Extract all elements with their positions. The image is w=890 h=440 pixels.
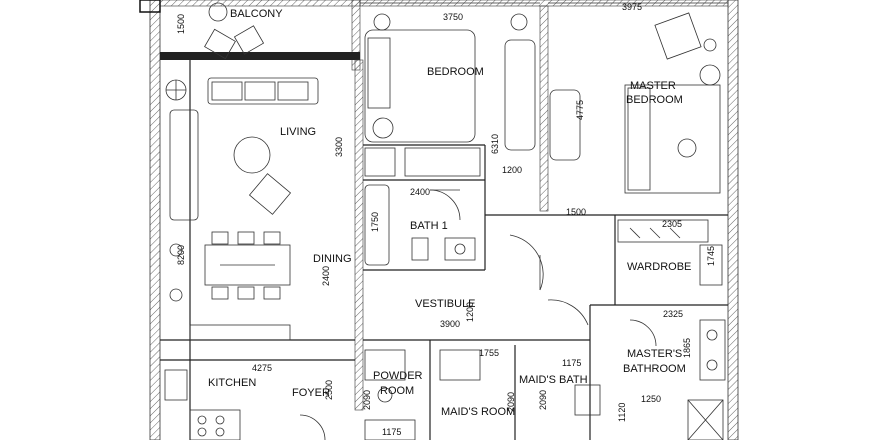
kitchen-label: KITCHEN bbox=[208, 377, 257, 389]
dimension-2305: 2305 bbox=[662, 219, 683, 229]
dimension-1500-balcony: 1500 bbox=[176, 13, 186, 34]
wardrobe-fixtures bbox=[617, 219, 723, 286]
vestibule-doors bbox=[299, 234, 601, 440]
dining-label: DINING bbox=[313, 253, 352, 265]
dimension-1745: 1745 bbox=[706, 245, 716, 266]
dimension-1500-mid: 1500 bbox=[566, 207, 587, 217]
dimension-6310: 6310 bbox=[490, 133, 500, 154]
dimension-3750: 3750 bbox=[443, 12, 464, 22]
dimension-1120: 1120 bbox=[617, 402, 627, 422]
dimension-2090-b: 2090 bbox=[506, 391, 516, 412]
master-bedroom-label-line1: MASTER bbox=[630, 80, 676, 92]
master-bedroom-label-line2: BEDROOM bbox=[626, 94, 683, 106]
balcony-label: BALCONY bbox=[230, 8, 283, 20]
dimension-4775: 4775 bbox=[575, 99, 585, 120]
dimension-3900: 3900 bbox=[440, 319, 461, 329]
master-bedroom-furniture bbox=[549, 12, 721, 194]
bath1-fixtures bbox=[364, 184, 476, 266]
dimension-1200-b: 1200 bbox=[465, 301, 475, 322]
balcony-furniture bbox=[165, 2, 265, 101]
dimension-1750: 1750 bbox=[370, 211, 380, 232]
bedroom-label: BEDROOM bbox=[427, 66, 484, 78]
dimension-1250: 1250 bbox=[641, 394, 662, 404]
wardrobe-label: WARDROBE bbox=[627, 261, 692, 273]
foyer-label: FOYER bbox=[292, 387, 330, 399]
powder-room-label-line1: POWDER bbox=[373, 370, 423, 382]
dimension-2400: 2400 bbox=[410, 187, 431, 197]
kitchen-counter bbox=[164, 324, 291, 440]
dimension-1755: 1755 bbox=[479, 348, 500, 358]
dimension-1865: 1865 bbox=[682, 337, 692, 358]
maids-bath-label: MAID'S BATH bbox=[519, 374, 588, 386]
dimension-2325: 2325 bbox=[663, 309, 684, 319]
dimension-2090-a: 2090 bbox=[362, 389, 372, 410]
masters-bathroom-label-line2: BATHROOM bbox=[623, 363, 686, 375]
dimension-1200-a: 1200 bbox=[502, 165, 523, 175]
powder-room-label-line2: ROOM bbox=[380, 385, 415, 397]
dimension-2400-dining: 2400 bbox=[321, 265, 331, 286]
dimension-1175-bath: 1175 bbox=[562, 358, 582, 368]
master-bath-fixtures bbox=[629, 319, 726, 440]
dimension-3975: 3975 bbox=[622, 2, 643, 12]
dining-furniture bbox=[169, 231, 291, 302]
dimension-1175-bottom: 1175 bbox=[382, 427, 402, 437]
dimension-4275: 4275 bbox=[252, 363, 273, 373]
masters-bathroom-label-line1: MASTER'S bbox=[627, 348, 683, 360]
dimension-3300: 3300 bbox=[334, 136, 344, 157]
bath1-label: BATH 1 bbox=[410, 220, 448, 232]
dimension-2500: 2500 bbox=[324, 379, 334, 400]
bedroom-furniture bbox=[364, 13, 536, 221]
living-label: LIVING bbox=[280, 126, 317, 138]
dimension-2090-c: 2090 bbox=[538, 389, 548, 410]
dimension-8200: 8200 bbox=[176, 244, 186, 265]
living-furniture bbox=[169, 77, 319, 221]
maids-room-label: MAID'S ROOM bbox=[441, 406, 516, 418]
vestibule-label: VESTIBULE bbox=[415, 298, 476, 310]
